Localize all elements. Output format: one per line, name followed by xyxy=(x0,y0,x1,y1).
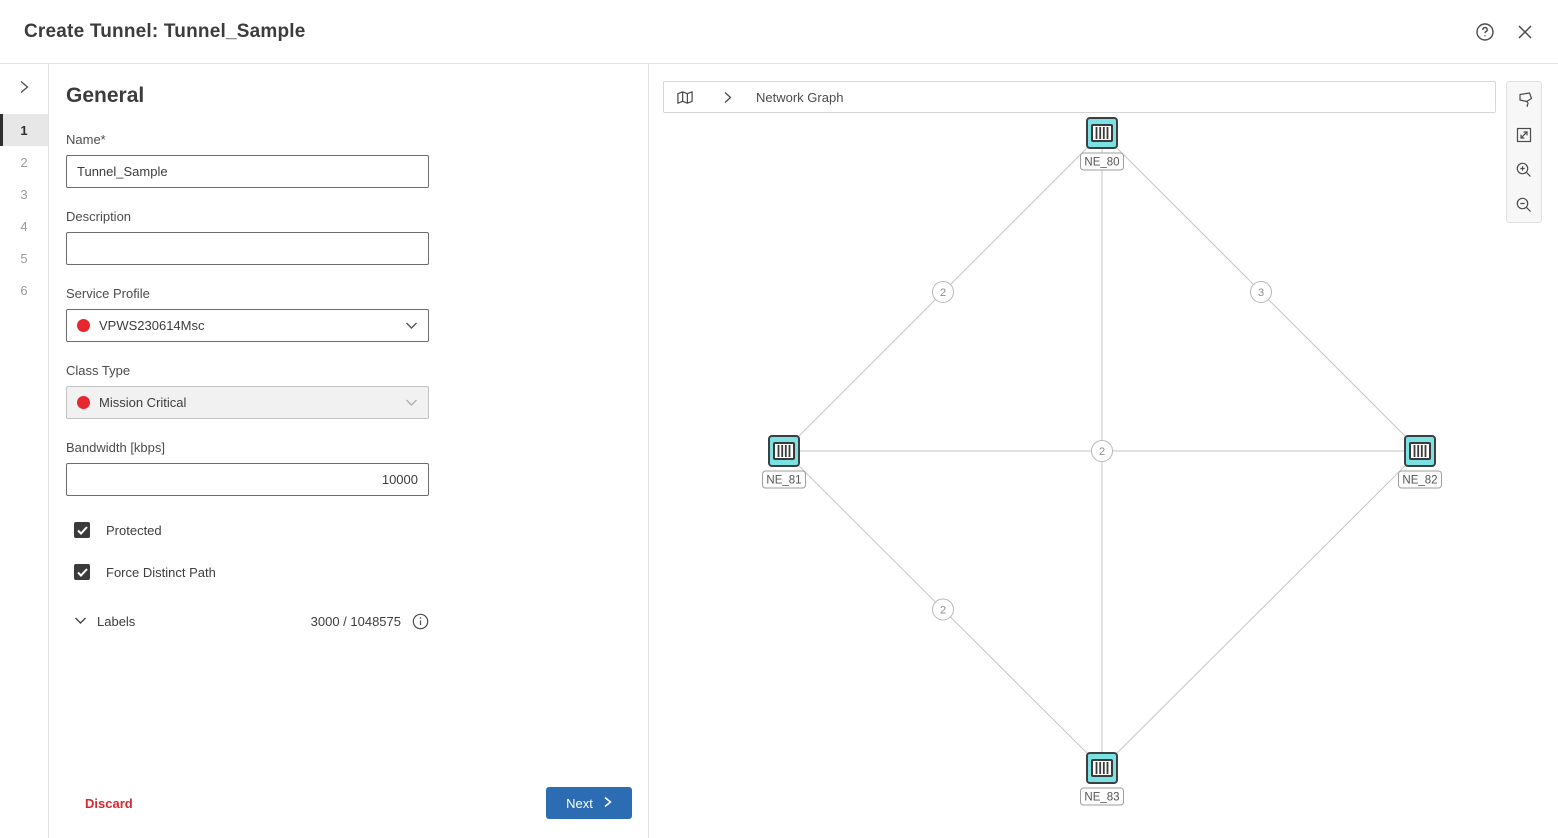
dialog-header: Create Tunnel: Tunnel_Sample xyxy=(0,0,1558,64)
section-title: General xyxy=(66,84,145,107)
edge-label-badge xyxy=(1250,281,1272,303)
description-input[interactable] xyxy=(66,232,429,265)
chevron-right-icon xyxy=(18,80,30,99)
status-red-dot-icon xyxy=(77,396,90,409)
chevron-right-icon[interactable] xyxy=(706,81,748,113)
service-profile-value: VPWS230614Msc xyxy=(99,318,205,333)
zoom-out-icon[interactable] xyxy=(1507,187,1541,222)
form-footer: Discard Next xyxy=(49,774,648,838)
stepper: 1 2 3 4 5 6 xyxy=(0,64,49,838)
step-1[interactable]: 1 xyxy=(0,114,48,146)
network-element-icon xyxy=(1091,759,1113,777)
node-label-box[interactable] xyxy=(1398,470,1442,489)
node-label-box[interactable] xyxy=(762,470,806,489)
network-element-icon xyxy=(1409,442,1431,460)
step-4[interactable]: 4 xyxy=(20,218,28,234)
chevron-down-icon xyxy=(405,318,418,333)
protected-checkbox[interactable] xyxy=(74,522,90,538)
chevron-down-icon xyxy=(405,395,418,410)
graph-node-NE_81[interactable]: NE_81 xyxy=(762,435,806,489)
chevron-right-icon xyxy=(603,796,612,811)
edge-label-text: 3 xyxy=(1258,287,1264,299)
network-graph-panel: Network Graph xyxy=(649,64,1558,838)
protected-label: Protected xyxy=(106,522,162,538)
name-input[interactable] xyxy=(66,155,429,188)
node-label-text: NE_80 xyxy=(1084,157,1119,169)
graph-header-bar: Network Graph xyxy=(663,81,1496,113)
edge-label-badge xyxy=(932,598,954,621)
discard-button[interactable]: Discard xyxy=(85,795,133,811)
edge-label-text: 2 xyxy=(940,604,946,616)
lasso-select-icon[interactable] xyxy=(1507,82,1541,117)
fit-to-screen-icon[interactable] xyxy=(1507,117,1541,152)
edge-label-text: 2 xyxy=(940,287,946,299)
bandwidth-label: Bandwidth [kbps] xyxy=(66,440,166,455)
stepper-expand-toggle[interactable] xyxy=(0,64,48,114)
next-button[interactable]: Next xyxy=(546,787,632,819)
force-distinct-path-checkbox[interactable] xyxy=(74,564,90,580)
edge-label-badge xyxy=(1091,440,1113,462)
description-label: Description xyxy=(66,209,132,224)
edge-label-text: 2 xyxy=(1099,446,1105,458)
class-type-label: Class Type xyxy=(66,363,131,378)
bandwidth-input[interactable] xyxy=(66,463,429,496)
help-icon[interactable] xyxy=(1474,21,1496,43)
class-type-select: Mission Critical xyxy=(66,386,429,419)
graph-node-NE_82[interactable]: NE_82 xyxy=(1398,435,1442,489)
node-label-box[interactable] xyxy=(1080,152,1124,171)
step-5[interactable]: 5 xyxy=(20,250,28,266)
service-profile-label: Service Profile xyxy=(66,286,150,301)
graph-node-NE_83[interactable]: NE_83 xyxy=(1080,752,1124,806)
step-6[interactable]: 6 xyxy=(20,282,28,298)
labels-section-header[interactable]: Labels 3000 / 1048575 xyxy=(74,612,429,630)
service-profile-select[interactable]: VPWS230614Msc xyxy=(66,309,429,342)
network-element-icon xyxy=(1091,124,1113,142)
page-title: Create Tunnel: Tunnel_Sample xyxy=(24,20,306,42)
zoom-in-icon[interactable] xyxy=(1507,152,1541,187)
node-label-text: NE_83 xyxy=(1084,792,1119,804)
labels-section-label: Labels xyxy=(97,613,136,629)
close-icon[interactable] xyxy=(1514,21,1536,43)
form-panel: General Name* Description Service Profil… xyxy=(49,64,649,838)
graph-tools xyxy=(1506,81,1542,223)
edge-label-badge xyxy=(932,281,954,303)
status-red-dot-icon xyxy=(77,319,90,332)
map-icon[interactable] xyxy=(664,81,706,113)
name-label: Name* xyxy=(66,132,106,147)
labels-count: 3000 / 1048575 xyxy=(310,613,401,629)
class-type-value: Mission Critical xyxy=(99,395,187,410)
chevron-down-icon xyxy=(74,612,87,630)
network-element-icon xyxy=(773,442,795,460)
graph-title: Network Graph xyxy=(756,89,844,105)
graph-node-NE_80[interactable]: NE_80 xyxy=(1080,117,1124,171)
step-2[interactable]: 2 xyxy=(20,154,28,170)
graph-edge-NE_82-NE_83[interactable] xyxy=(1101,450,1421,769)
node-label-text: NE_82 xyxy=(1402,475,1437,487)
info-icon[interactable] xyxy=(411,612,429,630)
step-3[interactable]: 3 xyxy=(20,186,28,202)
force-distinct-path-label: Force Distinct Path xyxy=(106,564,216,580)
next-button-label: Next xyxy=(566,795,593,811)
node-label-text: NE_81 xyxy=(766,475,801,487)
node-label-box[interactable] xyxy=(1080,787,1124,806)
